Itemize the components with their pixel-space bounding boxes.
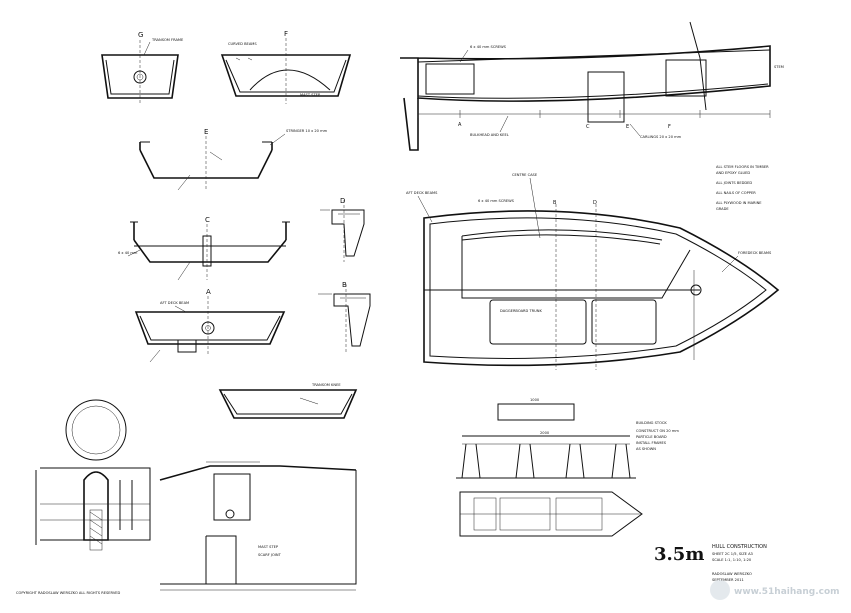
- building-stock: 1000 2000 BUILDING STOCK CONSTRUCT ON 20…: [456, 398, 679, 537]
- plan-label-beam: 6 x 40 mm SCREWS: [478, 199, 515, 203]
- detail-letter-b: B: [342, 281, 347, 289]
- title-heading: HULL CONSTRUCTION: [712, 544, 767, 550]
- hatch-detail: [35, 399, 151, 551]
- section-bottom: TRANSOM KNEE: [218, 383, 358, 419]
- profile-letter-c: C: [586, 124, 590, 130]
- stock-line-3: AS SHOWN: [636, 447, 656, 451]
- note-5: GRADE: [716, 207, 729, 211]
- note-4: ALL PLYWOOD IN MARINE: [716, 201, 762, 205]
- section-letter-f: F: [284, 30, 288, 38]
- label-curved-beams: CURVED BEAMS: [228, 42, 257, 46]
- plan-letter-b: B: [553, 200, 557, 206]
- watermark-text: www.51haihang.com: [734, 587, 840, 597]
- stock-dim-bottom: 2000: [540, 431, 550, 435]
- title-date: SEPTEMBER 2011: [712, 578, 744, 582]
- plan-letter-d: D: [593, 200, 597, 206]
- mast-step-note: SCARF JOINT: [258, 553, 282, 557]
- stock-dim-top: 1000: [530, 398, 540, 402]
- profile-letter-f: F: [668, 124, 671, 130]
- title-scale: SCALE 1:1, 1:10, 1:20: [712, 558, 752, 562]
- label-aft-deck-beam: AFT DECK BEAM: [160, 301, 189, 305]
- profile-label-mid: CARLINGS 20 x 20 mm: [640, 135, 682, 139]
- note-0: ALL STEM FLOORS IN TIMBER: [716, 165, 769, 169]
- profile-label-top: 6 x 40 mm SCREWS: [470, 45, 507, 49]
- stock-title: BUILDING STOCK: [636, 421, 667, 425]
- title-sheet: SHEET 2C 1/5, SIZE A3: [712, 552, 753, 556]
- note-2: ALL JOINTS BEDDED: [716, 181, 752, 185]
- plan-label-right: FOREDECK BEAMS: [738, 251, 772, 255]
- section-letter-c: C: [205, 216, 210, 224]
- plan-view: B D AFT DECK BEAMS 6 x 40 mm SCREWS CENT…: [406, 173, 780, 370]
- plan-letter-a: A: [458, 122, 462, 128]
- section-letter-g: G: [138, 31, 143, 39]
- title-block: 3.5m HULL CONSTRUCTION SHEET 2C 1/5, SIZ…: [654, 544, 767, 582]
- plan-label-mid: CENTRE CASE: [512, 173, 538, 177]
- label-transom-frame: TRANSOM FRAME: [151, 38, 184, 42]
- profile-label-bottom: BULKHEAD AND KEEL: [470, 133, 509, 137]
- section-letter-e: E: [204, 128, 208, 136]
- section-e: E STRINGER 10 x 20 mm: [139, 128, 328, 191]
- profile-label-right: STEM: [774, 65, 784, 69]
- mast-step-view: MAST STEP SCARF JOINT: [159, 461, 357, 591]
- section-letter-a: A: [206, 288, 211, 296]
- detail-b: B: [318, 281, 371, 352]
- label-mast-step: MAST STEP: [300, 93, 321, 97]
- section-a: A AFT DECK BEAM: [134, 288, 286, 363]
- section-c: C 6 x 40 mm: [118, 216, 290, 281]
- stock-line-0: CONSTRUCT ON 20 mm: [636, 429, 679, 433]
- detail-letter-d: D: [340, 197, 345, 205]
- detail-d: D: [320, 197, 365, 262]
- note-1: AND EPOXY GLUED: [716, 171, 750, 175]
- title-big: 3.5m: [654, 544, 704, 565]
- label-c-left: 6 x 40 mm: [118, 251, 138, 255]
- section-g: G TRANSOM FRAME: [101, 31, 184, 105]
- label-transom-knee: TRANSOM KNEE: [311, 383, 341, 387]
- notes-block: ALL STEM FLOORS IN TIMBER AND EPOXY GLUE…: [716, 165, 769, 211]
- label-stringer: STRINGER 10 x 20 mm: [286, 129, 328, 133]
- copyright-text: COPYRIGHT RADOSLAW WERSZKO ALL RIGHTS RE…: [16, 591, 121, 595]
- watermark-logo: www.51haihang.com: [710, 580, 840, 600]
- mast-step-label: MAST STEP: [258, 545, 279, 549]
- profile-view: A C E F 6 x 40 mm SCREWS CARLINGS 20 x 2…: [400, 21, 784, 151]
- plan-label-left-top: AFT DECK BEAMS: [406, 191, 438, 195]
- profile-letter-e: E: [626, 124, 629, 130]
- section-f: F CURVED BEAMS MAST STEP: [220, 30, 352, 104]
- plan-label-center: DAGGERBOARD TRUNK: [500, 309, 542, 313]
- stock-line-1: PARTICLE BOARD: [636, 435, 667, 439]
- stock-line-2: INSTALL FRAMES: [636, 441, 667, 445]
- note-3: ALL NAILS OF COPPER: [716, 191, 756, 195]
- title-designer: RADOSLAW WERSZKO: [712, 572, 752, 576]
